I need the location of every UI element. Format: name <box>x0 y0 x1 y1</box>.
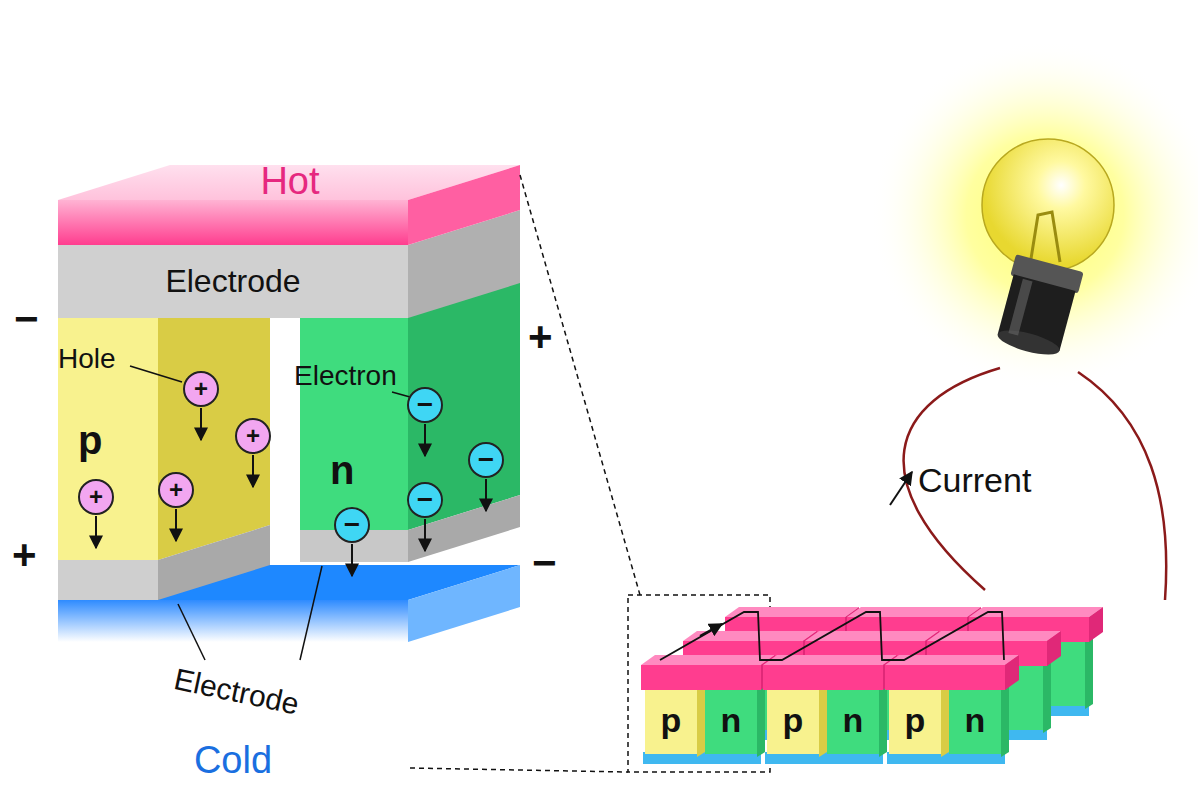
hot-plate-side <box>408 165 520 245</box>
node-label: n <box>721 702 742 739</box>
carrier-label: Hole <box>58 344 116 375</box>
carrier-arrows <box>96 408 486 576</box>
light-bulb <box>982 139 1114 360</box>
node-label: n <box>965 702 986 739</box>
electrode-band: Electrode <box>60 250 406 314</box>
node-label: p <box>905 702 926 739</box>
hole-carrier: + <box>158 472 194 508</box>
bulb-glow <box>870 40 1198 390</box>
charge-sign: + <box>89 484 103 510</box>
carrier-label: Electron <box>294 361 397 392</box>
current-label: Current <box>918 462 1031 499</box>
polarity-sign: + <box>528 314 553 360</box>
node-label: Cold <box>194 740 272 782</box>
zoom-lines <box>410 175 770 772</box>
n-leg: n <box>705 690 757 752</box>
hot-plate: Hot <box>170 162 410 202</box>
p-leg: p <box>645 690 697 752</box>
charge-sign: − <box>344 510 360 541</box>
cold-plate-front <box>58 600 408 642</box>
p-bottom-electrode-side <box>158 525 270 600</box>
charge-sign: − <box>417 390 433 421</box>
bulb-wires <box>904 368 1167 600</box>
electron-carrier: − <box>468 442 504 478</box>
n-leg: n <box>949 690 1001 752</box>
hole-carrier: + <box>78 479 114 515</box>
polarity-sign: + <box>12 532 37 578</box>
node-label: p <box>78 418 102 462</box>
node-label: p <box>783 702 804 739</box>
node-label: p <box>661 702 682 739</box>
hot-plate-front <box>58 200 408 245</box>
p-leg-front <box>58 318 158 560</box>
node-label: n <box>330 448 354 492</box>
n-leg: n−−−− <box>300 300 520 530</box>
p-leg: p <box>767 690 819 752</box>
charge-sign: − <box>478 445 494 476</box>
electron-carrier: − <box>407 482 443 518</box>
node-label: n <box>843 702 864 739</box>
n-leg-front <box>300 300 408 530</box>
top-electrode-front <box>58 245 408 318</box>
node-label: Hot <box>260 161 319 203</box>
polarity-sign: − <box>532 540 557 586</box>
p-leg-side <box>158 283 270 560</box>
electrode-label: Electrode <box>171 662 302 721</box>
polarity-sign: − <box>14 296 39 342</box>
hole-carrier: + <box>183 371 219 407</box>
node-label: Electrode <box>165 264 300 299</box>
charge-sign: + <box>246 423 260 449</box>
charge-sign: + <box>194 376 208 402</box>
electron-carrier: − <box>334 507 370 543</box>
module-array <box>641 607 1103 764</box>
cold-plate-side <box>408 565 520 642</box>
charge-sign: − <box>417 485 433 516</box>
leader-lines <box>130 366 410 660</box>
n-leg: n <box>827 690 879 752</box>
charge-sign: + <box>169 477 183 503</box>
current-arrow <box>890 472 912 505</box>
electron-carrier: − <box>407 387 443 423</box>
p-leg: p <box>889 690 941 752</box>
p-bottom-electrode <box>58 560 158 600</box>
hole-carrier: + <box>235 418 271 454</box>
